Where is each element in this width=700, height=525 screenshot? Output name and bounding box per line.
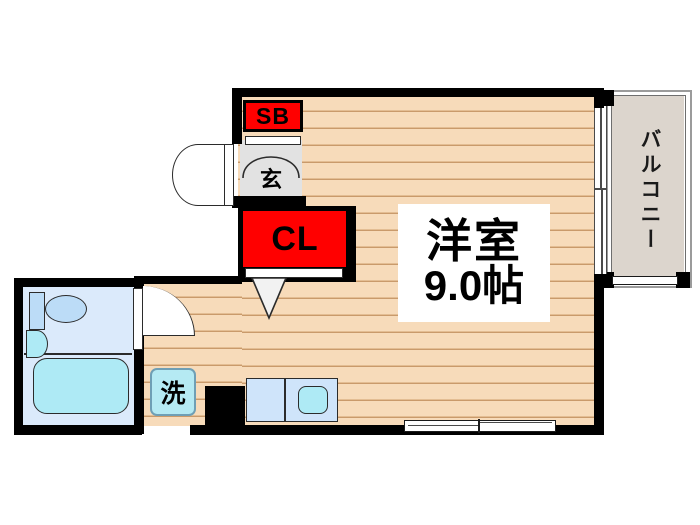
wall-closet-right-stub: [346, 206, 356, 282]
closet-label: CL: [243, 211, 347, 267]
bathroom-wall-left: [14, 278, 23, 434]
balcony-wall-bottom-right: [676, 272, 690, 288]
kitchen-base-cabinet: [205, 386, 245, 426]
closet-door-strip[interactable]: [245, 268, 343, 278]
shoe-box-label: SB: [243, 100, 303, 132]
entrance-door-panel[interactable]: [224, 144, 234, 206]
entrance-door-swing-arc: [172, 144, 224, 206]
wall-top-main: [238, 88, 604, 97]
toilet-tank: [29, 292, 45, 330]
main-room-size: 9.0帖: [423, 262, 525, 310]
toilet-bowl: [45, 295, 87, 323]
wall-bottom-main: [190, 425, 604, 435]
bathroom-wall-bottom: [14, 425, 142, 435]
kitchen-sink: [298, 386, 328, 414]
wall-hallway-top: [134, 276, 242, 284]
main-room-name: 洋室: [426, 215, 522, 268]
bathtub: [33, 358, 129, 414]
kitchen-counter-divider: [284, 378, 286, 422]
balcony-bottom-rail: [612, 276, 678, 285]
wall-hallway-left: [134, 276, 144, 434]
bathroom-divider-line: [24, 353, 132, 355]
balcony-sliding-door-mullion: [594, 188, 607, 190]
genkan-step-arc: [242, 156, 300, 179]
entrance-label: 玄: [259, 167, 282, 192]
balcony-sliding-door[interactable]: [594, 106, 607, 274]
wall-entrance-bottom: [232, 196, 306, 206]
balcony-label: バルコニー: [638, 127, 661, 253]
closet-door-triangle-icon: [250, 277, 288, 320]
balcony-sliding-door-track-lower: [601, 190, 603, 274]
main-room-window-sash-left: [408, 425, 478, 427]
washing-machine: 洗: [150, 368, 196, 416]
main-room-window-sash-right: [480, 422, 552, 424]
wall-left-entrance-outer: [232, 88, 242, 144]
wash-basin: [26, 330, 48, 358]
balcony-outer-frame: [606, 90, 692, 288]
bathroom-wall-top: [14, 278, 142, 287]
balcony-floor: [612, 96, 684, 282]
wall-right-lower: [594, 274, 604, 434]
main-room-label: 洋室 9.0帖: [398, 204, 550, 322]
entrance-floor: [240, 140, 302, 202]
wall-right-upper: [594, 88, 604, 108]
shoe-box-door[interactable]: [245, 136, 301, 145]
main-room-window-mullion: [478, 419, 480, 433]
bathroom-door-panel[interactable]: [133, 288, 143, 350]
balcony-sliding-door-track: [600, 106, 602, 188]
